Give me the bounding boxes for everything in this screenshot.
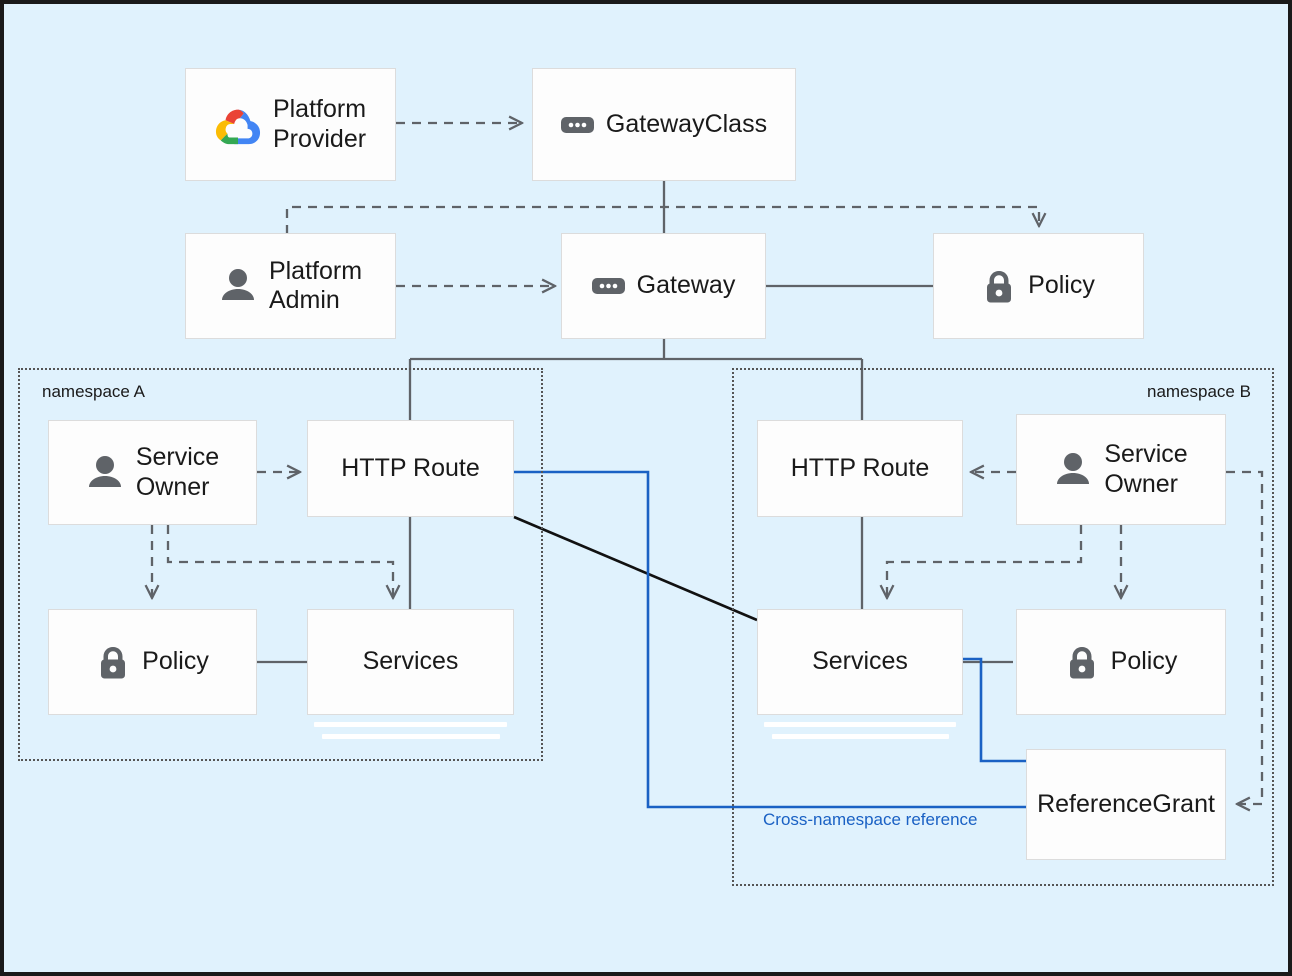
node-service-owner-a[interactable]: Service Owner [48, 420, 257, 525]
edge-admin-to-policy [285, 205, 1039, 234]
node-http-route-a[interactable]: HTTP Route [307, 420, 514, 517]
edge-owner-a-to-services-a [166, 525, 393, 598]
person-icon [1057, 452, 1090, 484]
lock-icon [1069, 647, 1094, 679]
node-policy-top[interactable]: Policy [933, 233, 1144, 339]
node-policy-b[interactable]: Policy [1016, 609, 1226, 715]
gateway-chip-icon [560, 116, 594, 133]
lock-icon [101, 647, 126, 679]
person-icon [221, 269, 254, 300]
edge-route-a-to-services-b [513, 515, 758, 622]
node-platform-provider[interactable]: Platform Provider [185, 68, 396, 181]
edge-route-a-to-referencegrant [514, 470, 1026, 809]
namespace-b-label: namespace B [1147, 382, 1251, 401]
node-label: Platform Provider [272, 95, 367, 153]
edge-services-b-to-referencegrant [962, 657, 1026, 763]
node-policy-a[interactable]: Policy [48, 609, 257, 715]
node-label: Policy [1110, 647, 1178, 676]
node-label: Platform Admin [268, 256, 363, 315]
node-label: Policy [1028, 271, 1095, 300]
node-gatewayclass[interactable]: GatewayClass [532, 68, 796, 181]
node-http-route-b[interactable]: HTTP Route [757, 420, 963, 517]
gateway-chip-icon [591, 278, 625, 294]
node-label: ReferenceGrant [1037, 789, 1215, 818]
node-platform-admin[interactable]: Platform Admin [185, 233, 396, 339]
node-label: Service Owner [1104, 440, 1188, 498]
node-gateway[interactable]: Gateway [561, 233, 766, 339]
node-service-owner-b[interactable]: Service Owner [1016, 414, 1226, 525]
node-services-b[interactable]: Services [757, 609, 963, 715]
edge-owner-b-to-referencegrant [1226, 470, 1264, 804]
namespace-a-boundary [18, 368, 543, 761]
services-b-stack-2 [772, 734, 949, 739]
node-label: Services [362, 647, 459, 676]
connector-layer [4, 4, 1264, 976]
person-icon [88, 455, 121, 487]
node-label: Services [812, 647, 908, 676]
node-label: GatewayClass [605, 109, 768, 138]
namespace-b-boundary [732, 368, 1274, 886]
node-label: Policy [142, 647, 209, 676]
node-reference-grant[interactable]: ReferenceGrant [1026, 749, 1226, 860]
services-a-stack-1 [314, 722, 507, 727]
node-label: HTTP Route [790, 453, 930, 482]
namespace-a-label: namespace A [42, 382, 146, 401]
services-b-stack-1 [764, 722, 956, 727]
google-cloud-icon [215, 109, 260, 144]
cross-namespace-reference-label: Cross-namespace reference [763, 810, 978, 829]
edge-owner-b-to-services-b [887, 525, 1083, 598]
node-services-a[interactable]: Services [307, 609, 514, 715]
node-label: Gateway [636, 271, 736, 300]
services-a-stack-2 [322, 734, 500, 739]
node-label: Service Owner [135, 443, 220, 501]
node-label: HTTP Route [341, 453, 480, 482]
lock-icon [987, 271, 1012, 303]
